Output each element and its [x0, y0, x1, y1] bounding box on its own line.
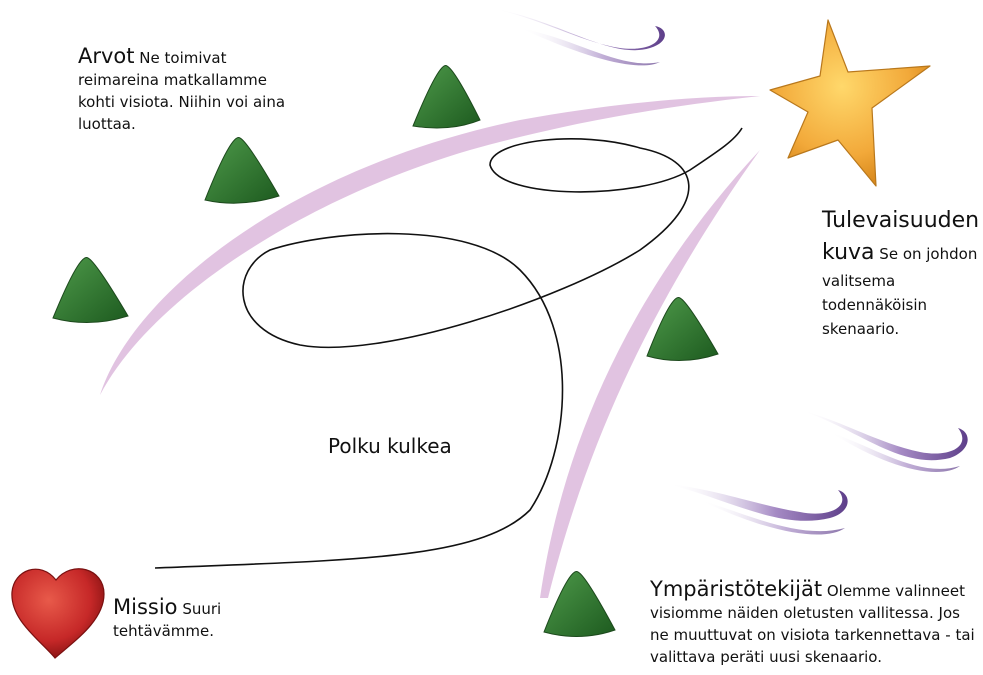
heart-icon [12, 569, 104, 658]
buoy-icon [53, 258, 128, 323]
label-arvot: Arvot Ne toimivat reimareina matkallamme… [78, 45, 288, 135]
star-icon [770, 20, 930, 186]
label-path: Polku kulkea [328, 434, 452, 458]
buoy-icon [413, 66, 480, 129]
buoy-icon [544, 572, 615, 637]
label-tulevaisuuden-kuva: Tulevaisuuden kuva Se on johdon valitsem… [822, 205, 982, 341]
wind-icon [800, 410, 968, 472]
label-missio: Missio Suuri tehtävämme. [113, 596, 253, 642]
label-ymparistotekijat-title: Ympäristötekijät [650, 577, 822, 601]
label-arvot-title: Arvot [78, 44, 135, 68]
wind-icon [490, 8, 665, 65]
wind-icon [668, 484, 848, 535]
label-ymparistotekijat: Ympäristötekijät Olemme valinneet visiom… [650, 578, 982, 668]
label-missio-title: Missio [113, 595, 178, 619]
buoy-icon [205, 138, 279, 204]
channel-lower-edge [540, 150, 760, 598]
